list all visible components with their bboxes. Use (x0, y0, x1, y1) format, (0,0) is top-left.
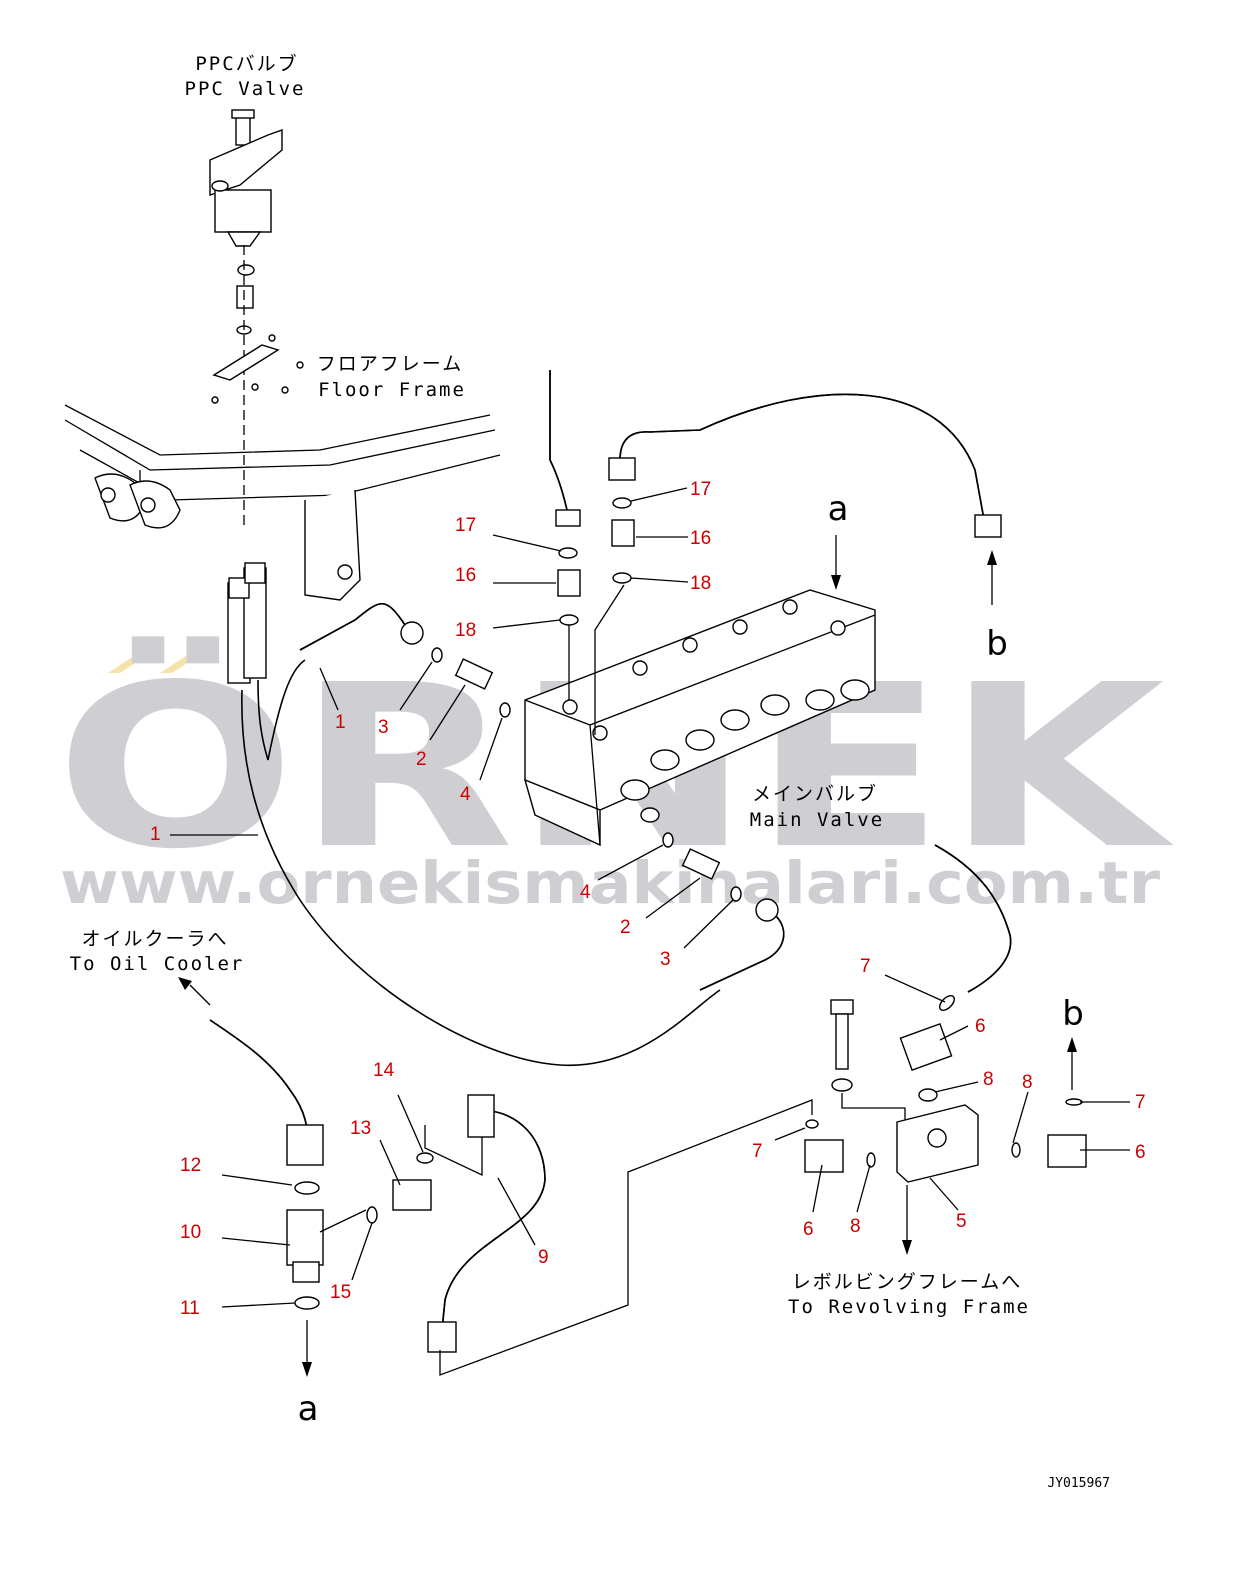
callout-7: 7 (860, 956, 871, 977)
hose-1-assembly (227, 562, 785, 1066)
revolving-frame-label-en: To Revolving Frame (788, 1296, 1030, 1318)
fittings-top (431, 647, 511, 718)
watermark-accent-1 (108, 652, 152, 673)
connector-b-right: b (1062, 994, 1084, 1034)
callout-17: 17 (455, 515, 476, 536)
callout-4: 4 (580, 882, 591, 903)
main-valve (523, 589, 876, 847)
fittings-bottom (662, 832, 742, 902)
callout-18: 18 (690, 573, 711, 594)
callout-8: 8 (983, 1069, 994, 1090)
ppc-valve-label-jp: PPCバルブ (195, 52, 298, 75)
parts-10-15 (286, 1125, 483, 1310)
callout-5: 5 (956, 1211, 967, 1232)
callout-13: 13 (350, 1118, 371, 1139)
callout-1: 1 (150, 824, 161, 845)
callout-17: 17 (690, 479, 711, 500)
callout-2: 2 (620, 917, 631, 938)
revolving-frame-label-jp: レボルビングフレームへ (792, 1271, 1022, 1293)
connector-arrows (178, 535, 1077, 1377)
connector-b-top: b (986, 624, 1008, 664)
oil-cooler-hose (209, 1019, 324, 1166)
callout-3: 3 (660, 949, 671, 970)
callout-numbers: 1 1 2 2 3 3 4 4 5 6 6 6 7 7 7 8 8 8 9 10… (150, 479, 1146, 1319)
parts-16-17-18-left (549, 370, 581, 700)
connector-a-top: a (828, 489, 849, 529)
callout-7: 7 (752, 1141, 763, 1162)
callout-15: 15 (330, 1282, 351, 1303)
callout-11: 11 (180, 1298, 200, 1319)
callout-6: 6 (803, 1219, 814, 1240)
callout-16: 16 (690, 528, 711, 549)
callout-4: 4 (460, 784, 471, 805)
callout-8: 8 (1022, 1072, 1033, 1093)
callout-7: 7 (1135, 1092, 1146, 1113)
parts-16-17-18-right (594, 393, 1002, 735)
right-hose (934, 844, 1012, 993)
callout-10: 10 (180, 1222, 201, 1243)
callout-18: 18 (455, 620, 476, 641)
callout-8: 8 (850, 1216, 861, 1237)
watermark-accent-2 (160, 652, 204, 673)
ppc-valve-label-en: PPC Valve (185, 78, 306, 100)
callout-2: 2 (416, 749, 427, 770)
callout-1: 1 (335, 712, 346, 733)
main-valve-label-jp: メインバルブ (752, 782, 878, 805)
oil-cooler-label-jp: オイルクーラへ (81, 928, 228, 950)
callout-6: 6 (975, 1016, 986, 1037)
watermark-url: www.ornekismakinalari.com.tr (60, 849, 1160, 917)
hose-9 (427, 1094, 813, 1376)
leader-lines (170, 487, 1130, 1308)
floor-frame-label-en: Floor Frame (318, 379, 466, 401)
oil-cooler-label-en: To Oil Cooler (70, 953, 245, 975)
parts-5-8 (804, 995, 1087, 1183)
callout-14: 14 (373, 1060, 395, 1081)
callout-16: 16 (455, 565, 476, 586)
drawing-code: JY015967 (1047, 1476, 1110, 1491)
main-valve-label-en: Main Valve (750, 809, 884, 831)
callout-12: 12 (180, 1155, 201, 1176)
connector-a-bottom: a (298, 1389, 319, 1429)
callout-6: 6 (1135, 1142, 1146, 1163)
callout-9: 9 (538, 1247, 549, 1268)
callout-3: 3 (378, 717, 389, 738)
ppc-valve (209, 109, 283, 530)
floor-frame-label-jp: フロアフレーム (317, 353, 463, 375)
floor-frame (64, 334, 501, 601)
